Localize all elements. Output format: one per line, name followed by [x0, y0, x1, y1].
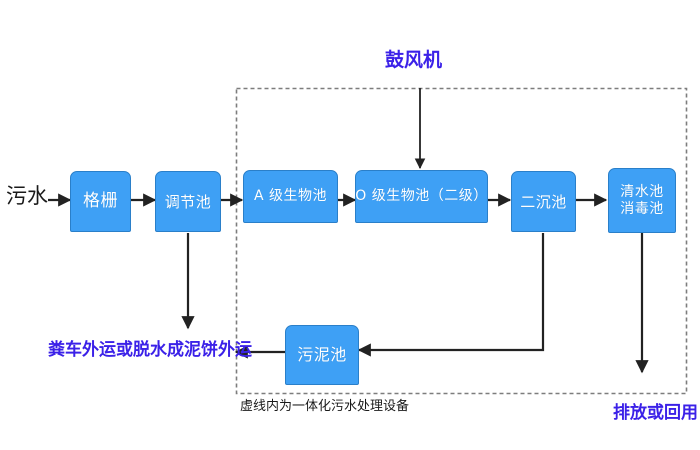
node-o-stage-bio-tank-label: O 级生物池（二级）	[355, 188, 488, 205]
node-clear-water-disinfection-tank[interactable]: 清水池 消毒池	[608, 168, 676, 233]
label-boundary-caption: 虚线内为一体化污水处理设备	[240, 399, 410, 414]
label-sludge-disposal: 粪车外运或脱水成泥饼外运	[48, 340, 252, 360]
node-sludge-tank[interactable]: 污泥池	[285, 325, 359, 385]
node-a-stage-bio-tank-label: A 级生物池	[253, 188, 328, 205]
label-influent: 污水	[6, 184, 48, 208]
node-secondary-sedimentation-tank[interactable]: 二沉池	[511, 171, 576, 232]
node-a-stage-bio-tank[interactable]: A 级生物池	[243, 170, 338, 223]
node-secondary-sedimentation-tank-label: 二沉池	[520, 192, 567, 211]
node-sludge-tank-label: 污泥池	[297, 345, 347, 365]
node-disinfection-tank-label: 消毒池	[620, 200, 664, 217]
node-grating[interactable]: 格栅	[70, 171, 131, 232]
boundary-rect	[235, 87, 688, 395]
node-regulation-tank-label: 调节池	[164, 192, 212, 211]
arrow-secondary-to-sludge	[357, 233, 545, 357]
node-regulation-tank[interactable]: 调节池	[155, 171, 221, 232]
label-effluent: 排放或回用	[613, 403, 698, 423]
node-o-stage-bio-tank[interactable]: O 级生物池（二级）	[355, 170, 488, 223]
node-grating-label: 格栅	[83, 191, 118, 212]
label-blower: 鼓风机	[385, 49, 443, 71]
node-clear-water-tank-label: 清水池	[620, 183, 664, 200]
